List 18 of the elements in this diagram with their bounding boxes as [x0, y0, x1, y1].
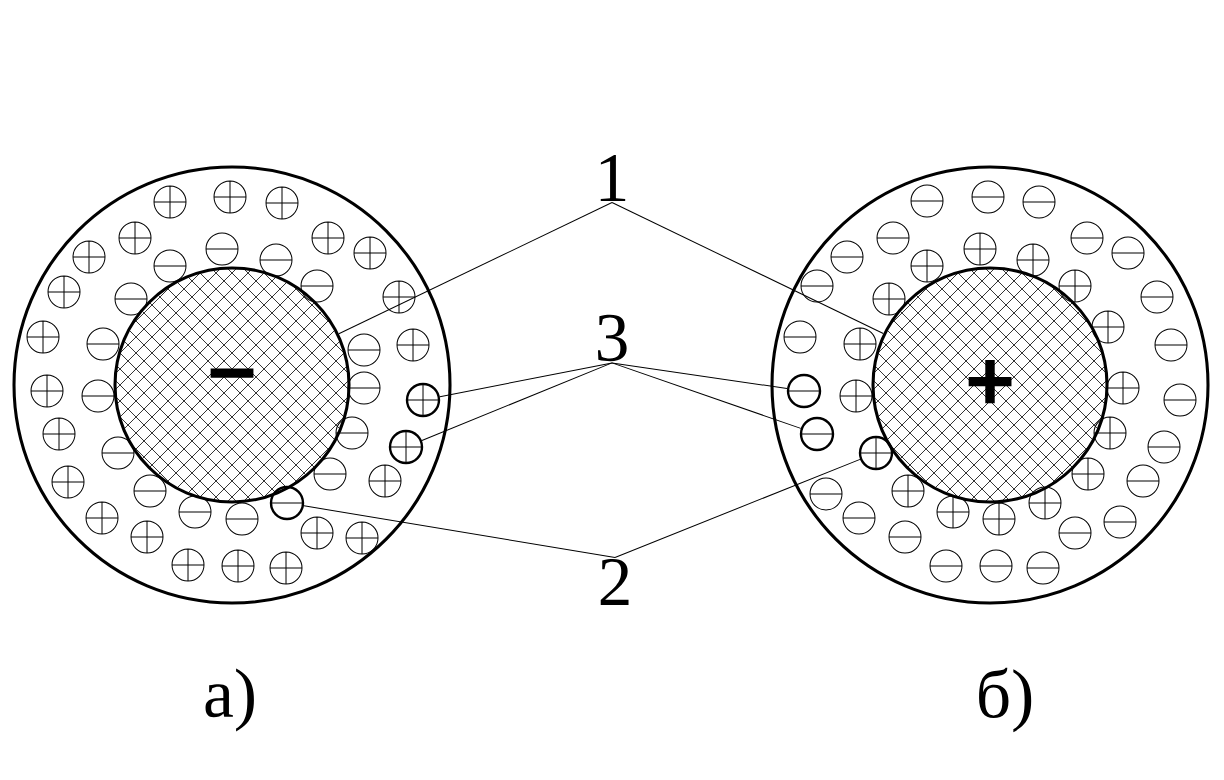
ion-circle [388, 429, 424, 465]
leader-line [338, 202, 613, 335]
leader-line [611, 362, 788, 389]
leader-line [421, 362, 613, 441]
subfigure-label: б) [979, 667, 1032, 733]
particle-circle [770, 165, 1210, 605]
ion-circle [799, 416, 835, 452]
leader-line [303, 505, 616, 558]
subfigure-label: а) [205, 668, 254, 732]
callout-number: 1 [600, 155, 626, 201]
leader-line [611, 362, 802, 429]
callout-number: 2 [600, 559, 629, 605]
ion-circle [405, 382, 441, 418]
particle-circle [12, 165, 452, 605]
leader-line [611, 202, 884, 334]
leader-line [614, 458, 861, 558]
ion-circle [786, 373, 822, 409]
callout-number: 3 [598, 314, 627, 362]
